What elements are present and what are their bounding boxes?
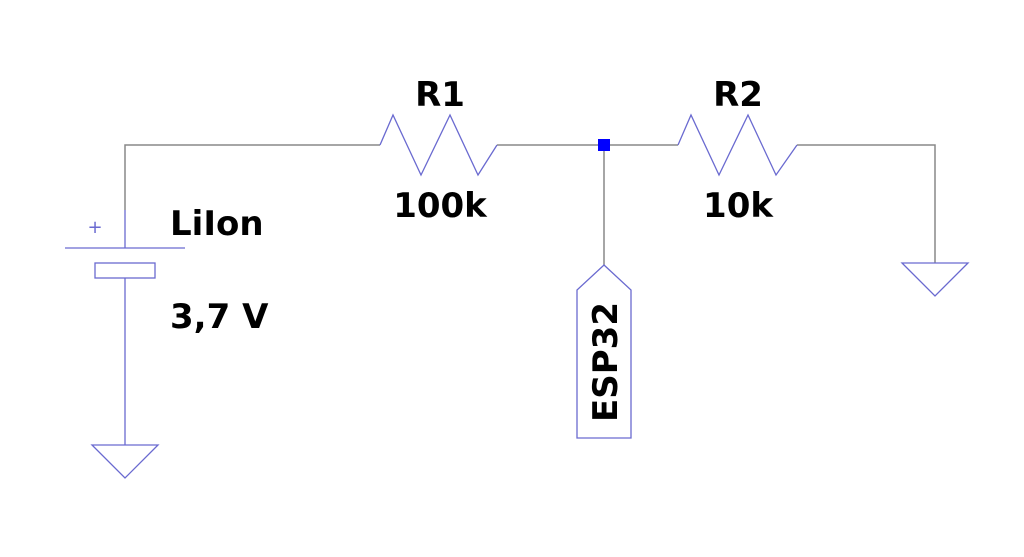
wire-battery-to-r1[interactable]	[124, 144, 380, 210]
r1-value: 100k	[393, 186, 488, 226]
r1-name: R1	[415, 75, 465, 115]
wires	[124, 144, 936, 265]
r2-name: R2	[713, 75, 763, 115]
battery-name: LiIon	[170, 204, 264, 244]
battery-value: 3,7 V	[170, 297, 269, 337]
net-label-esp32[interactable]: ESP32	[576, 264, 632, 439]
junction-node[interactable]	[598, 139, 610, 151]
wire-r2-to-ground[interactable]	[797, 144, 936, 263]
resistor-r2[interactable]	[677, 113, 798, 177]
r2-value: 10k	[703, 186, 774, 226]
resistor-r1[interactable]	[379, 113, 498, 177]
net-label-text: ESP32	[586, 302, 626, 422]
ground-icon[interactable]	[90, 444, 160, 479]
battery-liion[interactable]	[65, 210, 185, 445]
ground-icon[interactable]	[900, 262, 970, 297]
battery-plus-sign: +	[87, 217, 102, 238]
